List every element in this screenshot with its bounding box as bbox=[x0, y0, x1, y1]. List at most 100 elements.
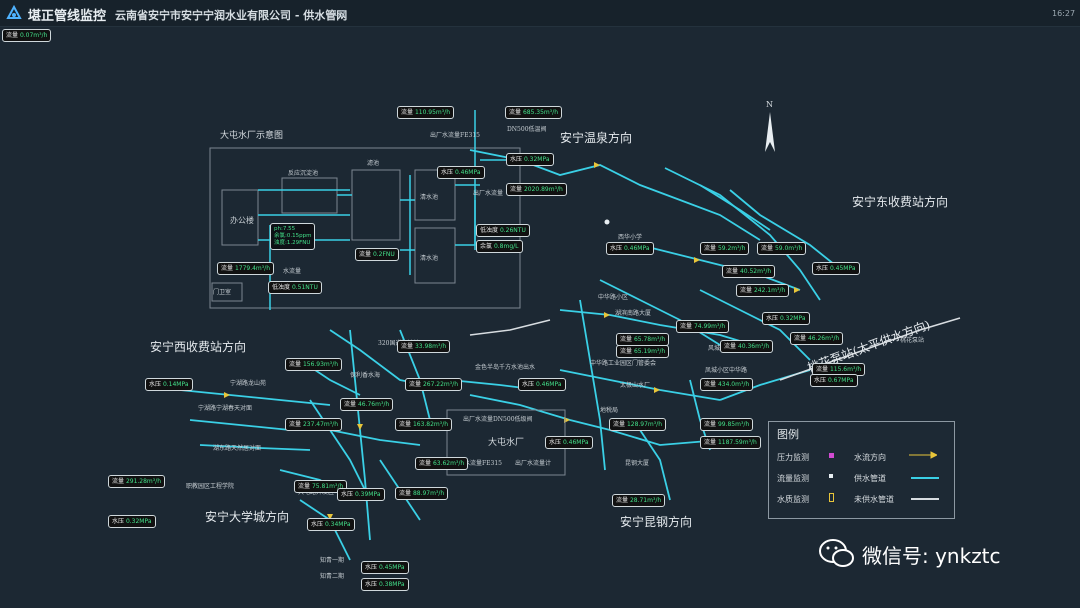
top-bar: 堪正管线监控 云南省安宁市安宁宁润水业有限公司 - 供水管网 1/2 16:27 bbox=[0, 0, 1080, 27]
legend-quality: 水质监测 bbox=[777, 495, 809, 504]
sensor-reading[interactable]: 流量 1187.59m³/h bbox=[700, 436, 761, 449]
reading-value: 0.46MPa bbox=[562, 439, 589, 446]
page-indicator[interactable]: 1/2 bbox=[333, 9, 346, 18]
sensor-reading[interactable]: 流量 156.93m³/h bbox=[285, 358, 343, 371]
water-quality-panel[interactable]: ph:7.55 余氯:0.15ppm 浊度:1.29FNU bbox=[270, 223, 316, 250]
sensor-reading[interactable]: 水压 0.34MPa bbox=[307, 518, 355, 531]
sensor-reading[interactable]: 水压 0.45MPa bbox=[812, 262, 860, 275]
sensor-reading[interactable]: 水压 0.46MPa bbox=[545, 436, 593, 449]
sensor-reading[interactable]: 水压 0.39MPa bbox=[337, 488, 385, 501]
plant2-flow2: 出厂水流量计 bbox=[515, 460, 552, 467]
page-subtitle: 云南省安宁市安宁宁润水业有限公司 - 供水管网 bbox=[115, 9, 348, 22]
sensor-reading[interactable]: 流量 2020.89m³/h bbox=[506, 183, 567, 196]
reading-type: 流量 bbox=[401, 109, 414, 116]
sensor-reading[interactable]: 流量 28.71m³/h bbox=[612, 494, 666, 507]
sensor-reading[interactable]: 流量 242.1m³/h bbox=[736, 284, 790, 297]
legend-supply: 供水管道 bbox=[854, 474, 886, 483]
sensor-reading[interactable]: 水压 0.32MPa bbox=[762, 312, 810, 325]
reading-value: 0.46MPa bbox=[535, 381, 562, 388]
sensor-reading[interactable]: 流量 685.35m³/h bbox=[505, 106, 563, 119]
plant2-dn: 出厂水流量DN500低级阀 bbox=[463, 416, 533, 423]
sensor-reading[interactable]: 流量 1779.4m³/h bbox=[217, 262, 275, 275]
direction-daxue: 安宁大学城方向 bbox=[205, 510, 290, 524]
reading-type: 流量 bbox=[510, 186, 523, 193]
reading-value: 0.45MPa bbox=[378, 564, 405, 571]
reading-type: 流量 bbox=[616, 497, 629, 504]
place-label: 宁湖路宁湖春天对面 bbox=[198, 405, 253, 412]
reading-value: 99.85m³/h bbox=[717, 421, 750, 428]
place-label: 金色半岛千方水池出水 bbox=[475, 364, 536, 371]
reading-type: 流量 bbox=[704, 381, 717, 388]
sensor-reading[interactable]: 水压 0.38MPa bbox=[361, 578, 409, 591]
reading-value: 115.6m³/h bbox=[829, 366, 862, 373]
reading-value: 65.78m³/h bbox=[633, 336, 666, 343]
sensor-reading[interactable]: 水压 0.46MPa bbox=[437, 166, 485, 179]
place-label: 凤城小区中华路 bbox=[705, 367, 748, 374]
sensor-reading[interactable]: 流量 40.52m³/h bbox=[722, 265, 776, 278]
legend-water-dir: 水流方向 bbox=[854, 453, 886, 462]
sensor-reading[interactable]: 流量 267.22m³/h bbox=[405, 378, 463, 391]
reading-type: 余氯 bbox=[480, 243, 493, 250]
reading-value: 0.32MPa bbox=[125, 518, 152, 525]
reading-value: 0.45MPa bbox=[829, 265, 856, 272]
reading-value: 0.39MPa bbox=[354, 491, 381, 498]
plant-outflow-dn: DN500低温阀 bbox=[507, 126, 547, 133]
sensor-reading[interactable]: 水压 0.14MPa bbox=[145, 378, 193, 391]
reading-type: 流量 bbox=[724, 343, 737, 350]
reading-type: 低浊度 bbox=[272, 284, 291, 291]
sensor-reading[interactable]: 水压 0.67MPa bbox=[810, 374, 858, 387]
top-flow-reading[interactable]: 流量 0.07m³/h bbox=[2, 29, 52, 42]
reading-value: 434.0m³/h bbox=[717, 381, 750, 388]
sensor-reading[interactable]: 流量 33.98m³/h bbox=[397, 340, 451, 353]
reading-value: 267.22m³/h bbox=[422, 381, 459, 388]
sensor-reading[interactable]: 流量 46.76m³/h bbox=[340, 398, 394, 411]
sensor-reading[interactable]: 流量 63.62m³/h bbox=[415, 457, 469, 470]
sensor-reading[interactable]: 流量 434.0m³/h bbox=[700, 378, 754, 391]
sensor-reading[interactable]: 水压 0.46MPa bbox=[606, 242, 654, 255]
plant2-label: 大屯水厂 bbox=[488, 438, 525, 448]
sensor-reading[interactable]: 水压 0.32MPa bbox=[506, 153, 554, 166]
sensor-reading[interactable]: 流量 128.97m³/h bbox=[609, 418, 667, 431]
sensor-reading[interactable]: 余氯 0.8mg/L bbox=[476, 240, 523, 253]
sensor-reading[interactable]: 水压 0.46MPa bbox=[518, 378, 566, 391]
sensor-reading[interactable]: 流量 59.2m³/h bbox=[700, 242, 750, 255]
reading-type: 流量 bbox=[409, 381, 422, 388]
sensor-reading[interactable]: 流量 163.82m³/h bbox=[395, 418, 453, 431]
reading-value: 128.97m³/h bbox=[626, 421, 663, 428]
sensor-reading[interactable]: 低浊度 0.51NTU bbox=[268, 281, 322, 294]
sensor-reading[interactable]: 水压 0.32MPa bbox=[108, 515, 156, 528]
reading-type: 流量 bbox=[509, 109, 522, 116]
sensor-reading[interactable]: 流量 74.99m³/h bbox=[676, 320, 730, 333]
sensor-reading[interactable]: 流量 46.26m³/h bbox=[790, 332, 844, 345]
sensor-reading[interactable]: 流量 40.36m³/h bbox=[720, 340, 774, 353]
direction-wenquan: 安宁温泉方向 bbox=[560, 131, 633, 145]
reading-value: 242.1m³/h bbox=[753, 287, 786, 294]
reading-value: 28.71m³/h bbox=[629, 497, 662, 504]
sensor-reading[interactable]: 流量 65.19m³/h bbox=[616, 345, 670, 358]
reading-type: 流量 bbox=[726, 268, 739, 275]
sensor-reading[interactable]: 流量 75.81m³/h bbox=[294, 480, 348, 493]
sensor-reading[interactable]: 流量 110.95m³/h bbox=[397, 106, 455, 119]
place-label: 湖滨南路大厦 bbox=[615, 310, 652, 317]
plant-gate: 门卫室 bbox=[213, 289, 232, 296]
place-label: 宁湖路龙山苑 bbox=[230, 380, 267, 387]
plant2-flow: 出厂水流量FE315 bbox=[452, 460, 502, 467]
reading-type: 水压 bbox=[522, 381, 535, 388]
sensor-reading[interactable]: 流量 99.85m³/h bbox=[700, 418, 754, 431]
place-label: 地税局 bbox=[600, 407, 619, 414]
reading-value: 46.26m³/h bbox=[807, 335, 840, 342]
sensor-reading[interactable]: 流量 88.97m³/h bbox=[395, 487, 449, 500]
reading-value: 0.46MPa bbox=[454, 169, 481, 176]
place-label: 知青二期 bbox=[320, 573, 345, 580]
reading-value: 88.97m³/h bbox=[412, 490, 445, 497]
sensor-reading[interactable]: 流量 291.28m³/h bbox=[108, 475, 166, 488]
reading-type: 水压 bbox=[149, 381, 162, 388]
sensor-reading[interactable]: 流量 237.47m³/h bbox=[285, 418, 343, 431]
sensor-reading[interactable]: 流量 0.2FNU bbox=[355, 248, 399, 261]
sensor-reading[interactable]: 水压 0.45MPa bbox=[361, 561, 409, 574]
legend-title: 图例 bbox=[777, 428, 799, 441]
reading-type: 水压 bbox=[311, 521, 324, 528]
sensor-reading[interactable]: 流量 59.0m³/h bbox=[757, 242, 807, 255]
sensor-reading[interactable]: 低浊度 0.26NTU bbox=[476, 224, 530, 237]
reading-value: 33.98m³/h bbox=[414, 343, 447, 350]
